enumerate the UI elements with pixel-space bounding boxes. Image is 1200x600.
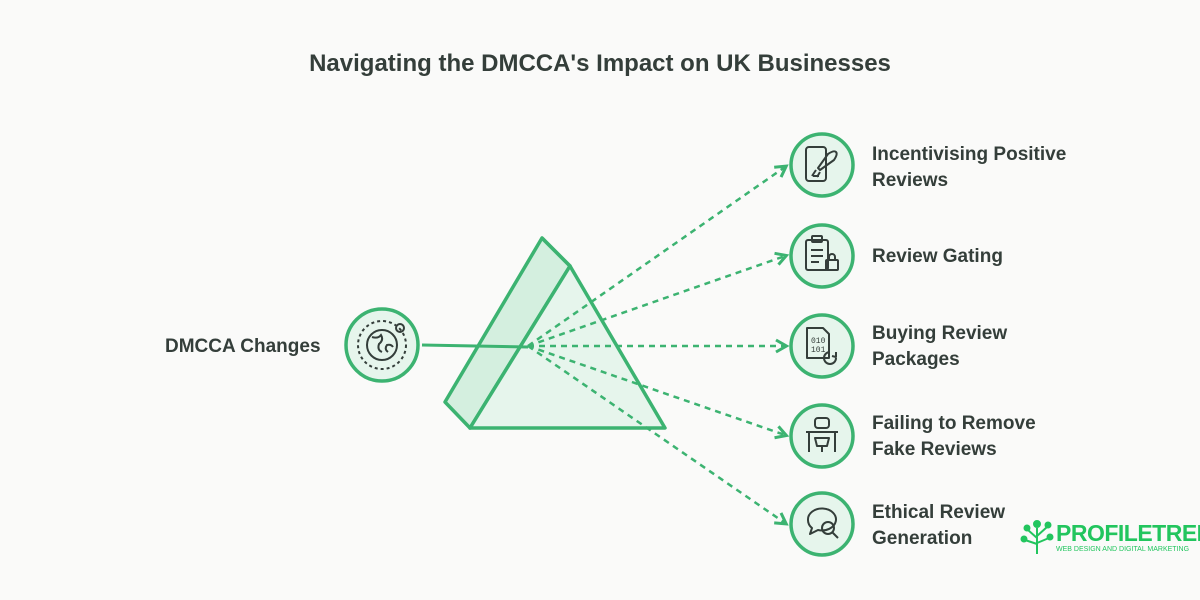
globe-icon <box>357 320 407 370</box>
arrow-1 <box>527 164 789 348</box>
tree-icon <box>1020 520 1054 554</box>
outcome-node-2 <box>789 223 855 289</box>
outcome-label-2: Review Gating <box>872 246 1003 267</box>
output-arrows <box>527 164 790 526</box>
outcome-node-4 <box>789 403 855 469</box>
binary-file-refresh-icon: 010 101 <box>806 327 837 365</box>
outcome-node-5 <box>789 491 855 557</box>
chat-search-icon <box>806 507 839 539</box>
source-node <box>344 307 420 383</box>
desk-chair-icon <box>806 417 838 452</box>
svg-text:101: 101 <box>811 346 826 355</box>
arrow-4 <box>527 344 790 440</box>
logo-tagline: WEB DESIGN AND DIGITAL MARKETING <box>1056 546 1190 553</box>
svg-text:010: 010 <box>811 337 826 346</box>
arrow-2 <box>527 251 790 348</box>
source-label: DMCCA Changes <box>165 336 321 357</box>
clipboard-lock-icon <box>805 235 839 271</box>
profiletree-logo: PROFILETREE WEB DESIGN AND DIGITAL MARKE… <box>1020 518 1200 558</box>
outcome-node-1 <box>789 132 855 198</box>
page-title: Navigating the DMCCA's Impact on UK Busi… <box>309 50 891 77</box>
outcome-node-3: 010 101 <box>789 313 855 379</box>
logo-name: PROFILETREE <box>1056 520 1200 546</box>
phone-rocket-icon <box>805 146 838 182</box>
prism <box>443 236 667 430</box>
arrow-5 <box>527 344 789 526</box>
input-beam <box>421 343 529 349</box>
